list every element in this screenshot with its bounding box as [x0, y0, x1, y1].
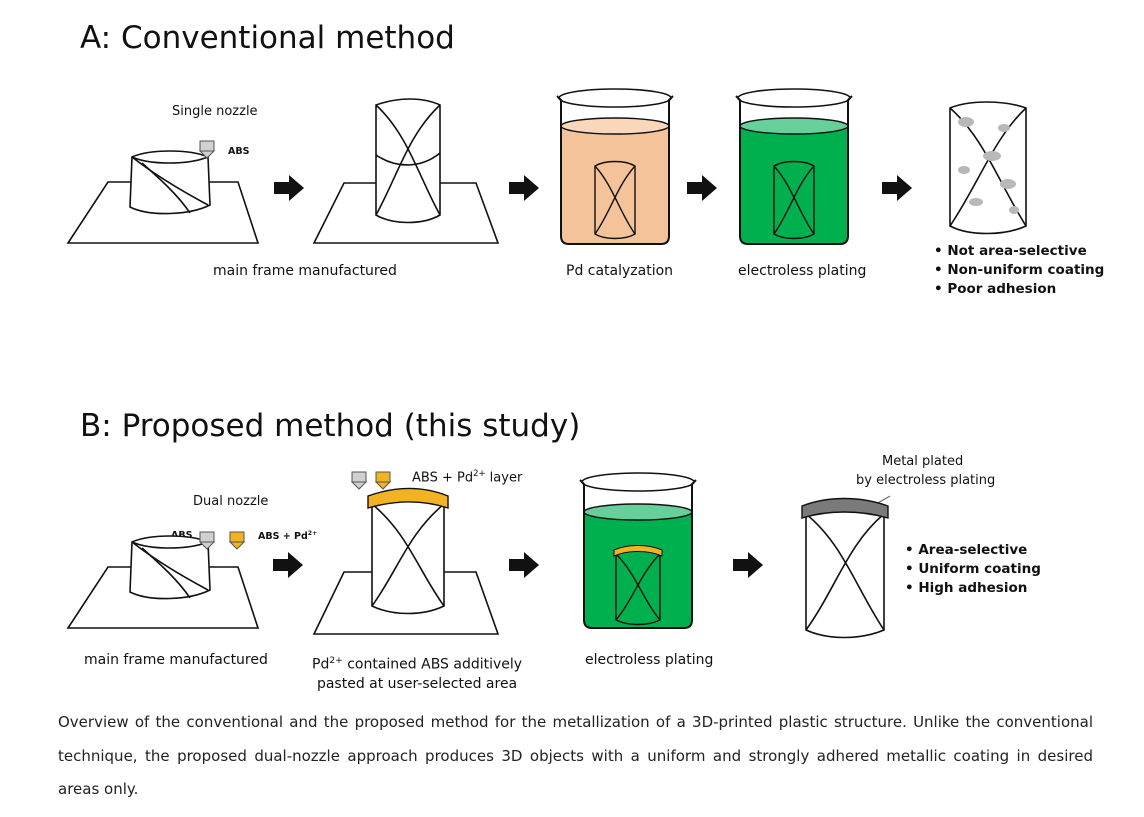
- metal-coating-band: [801, 497, 889, 519]
- b-result-item: High adhesion: [905, 579, 1041, 598]
- b-step2-line1: Pd2+ contained ABS additively: [312, 656, 523, 673]
- metal-plated-annotation-2: by electroless plating: [856, 473, 996, 488]
- a-result-item: Poor adhesion: [934, 280, 1104, 299]
- b-result-list: Area-selective Uniform coating High adhe…: [905, 541, 1041, 598]
- arrow-icon: [273, 552, 303, 578]
- a-printing-object: [66, 140, 260, 244]
- arrow-icon: [882, 175, 912, 201]
- panel-a-title: A: Conventional method: [80, 20, 455, 56]
- b-step1-label: main frame manufactured: [84, 652, 268, 668]
- a-step3-label: electroless plating: [738, 263, 867, 279]
- b-step2-line2: pasted at user-selected area: [316, 675, 518, 692]
- arrow-icon: [733, 552, 763, 578]
- figure-caption: Overview of the conventional and the pro…: [58, 713, 1093, 798]
- twisted-object-partial: [129, 150, 211, 215]
- electroless-plating-beaker: [735, 88, 853, 245]
- a-result-item: Not area-selective: [934, 242, 1104, 261]
- single-nozzle-label: Single nozzle: [172, 104, 258, 119]
- b-pd-layer-object: [312, 471, 500, 635]
- nozzle-gray-icon: [198, 140, 216, 159]
- panel-b-title: B: Proposed method (this study): [80, 408, 581, 444]
- b-result-item: Area-selective: [905, 541, 1041, 560]
- a-result-list: Not area-selective Non-uniform coating P…: [934, 242, 1104, 299]
- nozzle-gray-icon: [198, 531, 216, 550]
- b-electroless-plating-beaker: [579, 472, 697, 629]
- dual-nozzle-label: Dual nozzle: [193, 494, 269, 509]
- a-finished-object: [312, 98, 500, 244]
- b-step3-label: electroless plating: [585, 652, 714, 668]
- a-step1-label: main frame manufactured: [213, 263, 397, 279]
- b-result-item: Uniform coating: [905, 560, 1041, 579]
- arrow-icon: [509, 552, 539, 578]
- nozzle-gray-icon: [350, 471, 368, 490]
- pd-layer-label: ABS + Pd2+ layer: [412, 468, 523, 486]
- pd-catalyzation-beaker: [556, 88, 674, 245]
- nozzle-yellow-icon: [228, 531, 246, 550]
- a-step2-label: Pd catalyzation: [566, 263, 674, 279]
- abs-material-label: ABS: [228, 146, 250, 157]
- b-step2-label: Pd2+ contained ABS additively pasted at …: [312, 652, 522, 694]
- b-printing-object: [66, 531, 260, 629]
- a-coated-object: [949, 101, 1027, 235]
- a-result-item: Non-uniform coating: [934, 261, 1104, 280]
- pd-layer-band: [367, 487, 449, 509]
- nozzle-yellow-icon: [374, 471, 392, 490]
- abs-material-label: ABS: [171, 530, 193, 541]
- abs-pd-material-label: ABS + Pd2+: [258, 530, 318, 543]
- arrow-icon: [274, 175, 304, 201]
- arrow-icon: [509, 175, 539, 201]
- arrow-icon: [687, 175, 717, 201]
- b-plated-object: [801, 495, 891, 639]
- metal-plated-annotation-1: Metal plated: [882, 454, 964, 469]
